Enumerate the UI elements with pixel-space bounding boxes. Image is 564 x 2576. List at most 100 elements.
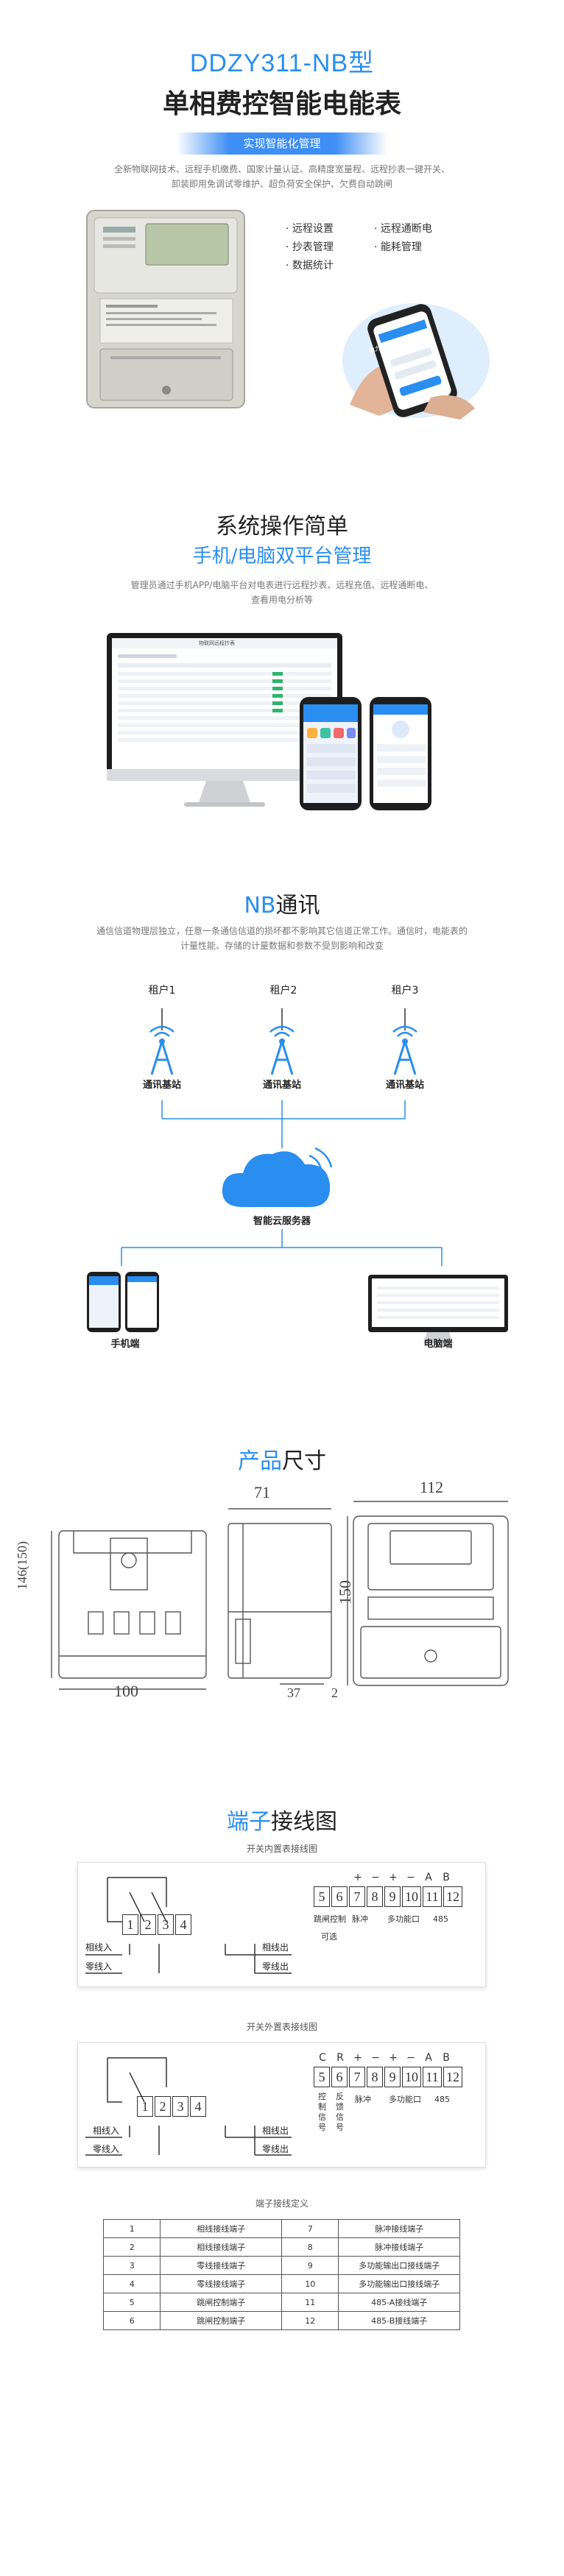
terminal-6: 6: [331, 2067, 348, 2087]
control-signal-label: 控制信号: [318, 2092, 328, 2133]
feature-remote-power: · 远程通断电: [374, 223, 432, 235]
dim-side-offset: 2: [331, 1685, 338, 1700]
dim-meter-width: 112: [420, 1478, 444, 1496]
sign: B: [443, 2052, 450, 2064]
terminal-number-cell: 2: [102, 2237, 161, 2257]
operation-desc-line-2: 查看用电分析等: [250, 595, 313, 605]
terminal-2: 2: [140, 1914, 156, 1935]
terminal-description-cell: 相线接线端子: [160, 2237, 282, 2257]
size-title: 产品尺寸: [0, 1443, 564, 1475]
intro-text: 全新物联网技术、远程手机缴费、国家计量认证、高精度宽量程、远程抄表一键开关、 卸…: [74, 162, 490, 191]
terminal-number-cell: 3: [102, 2256, 161, 2275]
neutral-out-label: 零线出: [262, 1961, 289, 1972]
phase-out-label: 相线出: [262, 1942, 289, 1953]
terminal-12: 12: [443, 1886, 462, 1907]
dim-front-height: 146(150): [15, 1541, 29, 1590]
terminal-10: 10: [402, 2067, 421, 2087]
phase-in-label: 相线入: [85, 1942, 113, 1953]
terminal-8: 8: [367, 1886, 383, 1907]
terminal-description-cell: 多功能输出口接线端子: [338, 2274, 460, 2293]
terminal-number-cell: 7: [281, 2219, 339, 2238]
char: 号: [336, 2123, 344, 2132]
terminal-number-cell: 4: [102, 2274, 161, 2293]
cloud-icon: [222, 1147, 333, 1207]
terminal-11: 11: [423, 2067, 442, 2087]
terminal-5: 5: [314, 2067, 330, 2087]
monitor-image: [107, 633, 342, 807]
dim-side-bottom: 37: [287, 1685, 300, 1700]
pulse-label: 脉冲: [355, 2095, 371, 2104]
char: 信: [336, 2112, 344, 2122]
multifunction-label: 多功能口: [387, 1914, 420, 1924]
phone-image-1: [300, 697, 362, 810]
mobile-label: 手机端: [110, 1339, 140, 1350]
nb-title: NB通讯: [0, 887, 564, 919]
optional-label: 可选: [321, 1932, 337, 1942]
terminal-description-cell: 跳闸控制端子: [160, 2293, 282, 2312]
neutral-in-label: 零线入: [93, 2144, 120, 2154]
multifunction-label: 多功能口: [389, 2095, 421, 2104]
sign: A: [425, 1872, 432, 1883]
sign: B: [443, 1872, 450, 1883]
feature-label: 远程通断电: [380, 223, 432, 235]
tenant-1: 租户1: [148, 985, 176, 997]
char: 制: [318, 2102, 326, 2112]
station-label-2: 通讯基站: [262, 1080, 301, 1091]
nb-desc-line-2: 计量性能、存储的计量数据和参数不受到影响和改变: [180, 941, 384, 951]
terminal-1: 1: [122, 1914, 138, 1935]
sign: −: [371, 1872, 380, 1883]
terminal-7: 7: [349, 2067, 365, 2087]
char: 信: [318, 2112, 326, 2122]
tenant-3: 租户3: [391, 985, 419, 997]
dim-front-width: 100: [114, 1682, 138, 1700]
terminal-description-cell: 485-A接线端子: [338, 2293, 460, 2312]
rs485-label: 485: [433, 1914, 448, 1924]
char: 控: [318, 2092, 326, 2101]
definition-caption: 端子接线定义: [255, 2198, 309, 2209]
phone-image-2: [370, 697, 431, 810]
sign: −: [406, 2052, 415, 2064]
operation-subtitle: 手机/电脑双平台管理: [192, 545, 372, 567]
terminal-1: 1: [137, 2096, 153, 2117]
terminal-number-cell: 1: [102, 2219, 161, 2238]
letter-r: R: [336, 2052, 344, 2064]
nb-desc-line-1: 通信信道物理层独立，任意一条通信信道的损坏都不影响其它信道正常工作。通信时，电能…: [96, 926, 468, 936]
operation-title: 系统操作简单: [216, 514, 348, 539]
model-title: DDZY311-NB型: [189, 49, 375, 77]
internal-caption: 开关内置表接线图: [246, 1844, 317, 1854]
terminal-description-cell: 零线接线端子: [160, 2256, 282, 2275]
terminal-7: 7: [349, 1886, 365, 1907]
nb-desc: 通信信道物理层独立，任意一条通信信道的损坏都不影响其它信道正常工作。通信时，电能…: [52, 924, 512, 953]
terminal-number-cell: 8: [281, 2237, 339, 2257]
terminal-description-cell: 相线接线端子: [160, 2219, 282, 2238]
sign: +: [389, 2052, 398, 2064]
sign: +: [353, 1872, 362, 1883]
terminal-9: 9: [384, 2067, 401, 2087]
intro-line-2: 卸装即用免调试零维护、超负荷安全保护、欠费自动跳闸: [171, 179, 392, 189]
terminal-5: 5: [314, 1886, 330, 1907]
nb-title-prefix: NB: [244, 893, 276, 919]
phase-in-label: 相线入: [93, 2126, 120, 2136]
pc-label: 电脑端: [423, 1339, 453, 1350]
size-title-suffix: 尺寸: [282, 1448, 326, 1474]
feature-energy: · 能耗管理: [374, 241, 422, 253]
meter-image: [86, 210, 245, 408]
terminal-description-cell: 多功能输出口接线端子: [338, 2256, 460, 2275]
hand-phone-image: [342, 303, 490, 420]
terminal-number-cell: 5: [102, 2293, 161, 2312]
terminal-3: 3: [172, 2096, 188, 2117]
feature-statistics: · 数据统计: [286, 260, 334, 272]
trip-control-label: 跳闸控制: [314, 1914, 346, 1924]
